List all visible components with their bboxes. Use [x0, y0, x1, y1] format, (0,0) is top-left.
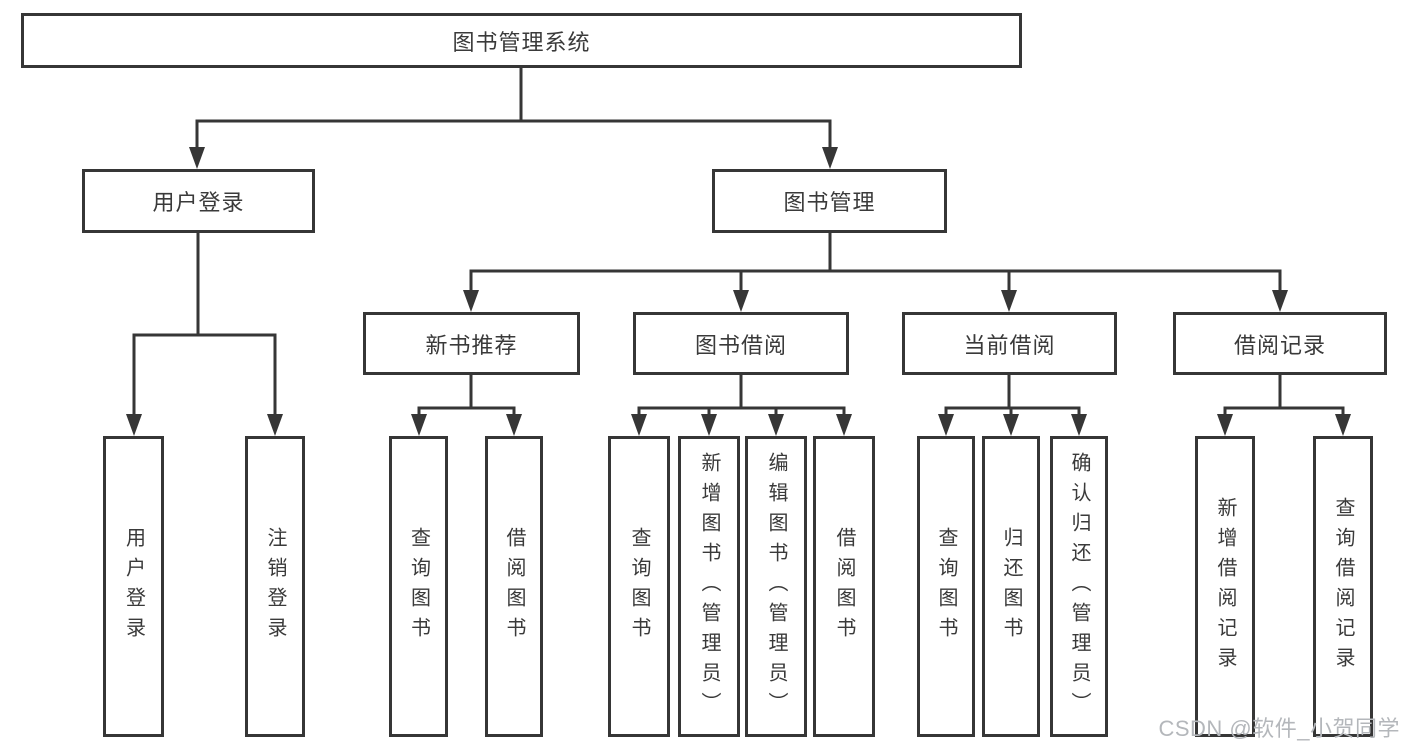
- leaf-query-books-1-label: 查询图书: [407, 526, 430, 647]
- node-book-borrow-label: 图书借阅: [694, 332, 787, 358]
- node-current-borrow: 当前借阅: [902, 312, 1117, 375]
- leaf-query-books-3-label: 查询图书: [935, 526, 957, 647]
- node-root-label: 图书管理系统: [452, 29, 591, 55]
- node-root: 图书管理系统: [21, 13, 1022, 68]
- leaf-confirm-return-admin-label: 确认归还（管理员）: [1068, 451, 1090, 722]
- leaf-query-borrow-record-label: 查询借阅记录: [1332, 496, 1354, 677]
- node-new-book-recommend: 新书推荐: [363, 312, 580, 375]
- leaf-query-books-3: 查询图书: [917, 436, 975, 737]
- leaf-borrow-books-2: 借阅图书: [813, 436, 875, 737]
- leaf-logout: 注销登录: [245, 436, 305, 737]
- node-book-management-label: 图书管理: [783, 190, 876, 215]
- leaf-confirm-return-admin: 确认归还（管理员）: [1050, 436, 1108, 737]
- leaf-user-login: 用户登录: [103, 436, 164, 737]
- node-book-management: 图书管理: [712, 169, 947, 233]
- leaf-add-borrow-record: 新增借阅记录: [1195, 436, 1255, 737]
- leaf-borrow-books-2-label: 借阅图书: [833, 526, 855, 647]
- node-current-borrow-label: 当前借阅: [963, 332, 1056, 358]
- leaf-query-books-2-label: 查询图书: [628, 526, 650, 647]
- node-book-borrow: 图书借阅: [633, 312, 849, 375]
- leaf-return-book: 归还图书: [982, 436, 1040, 737]
- node-user-login: 用户登录: [82, 169, 315, 233]
- leaf-edit-book-admin-label: 编辑图书（管理员）: [765, 451, 787, 722]
- leaf-query-borrow-record: 查询借阅记录: [1313, 436, 1373, 737]
- leaf-borrow-books-1: 借阅图书: [485, 436, 543, 737]
- leaf-add-book-admin: 新增图书（管理员）: [678, 436, 740, 737]
- leaf-borrow-books-1-label: 借阅图书: [503, 526, 525, 647]
- node-user-login-label: 用户登录: [152, 190, 245, 215]
- leaf-logout-label: 注销登录: [264, 526, 286, 647]
- leaf-add-borrow-record-label: 新增借阅记录: [1214, 496, 1236, 677]
- leaf-return-book-label: 归还图书: [1000, 526, 1022, 647]
- arrowheads: [126, 147, 1351, 436]
- leaf-add-book-admin-label: 新增图书（管理员）: [698, 451, 720, 722]
- leaf-query-books-1: 查询图书: [389, 436, 448, 737]
- node-borrow-records: 借阅记录: [1173, 312, 1387, 375]
- leaf-edit-book-admin: 编辑图书（管理员）: [745, 436, 807, 737]
- leaf-user-login-label: 用户登录: [122, 526, 145, 647]
- leaf-query-books-2: 查询图书: [608, 436, 670, 737]
- node-borrow-records-label: 借阅记录: [1233, 332, 1326, 358]
- watermark-text: CSDN @软件_小贺同学: [1158, 716, 1400, 741]
- node-new-book-recommend-label: 新书推荐: [425, 332, 518, 358]
